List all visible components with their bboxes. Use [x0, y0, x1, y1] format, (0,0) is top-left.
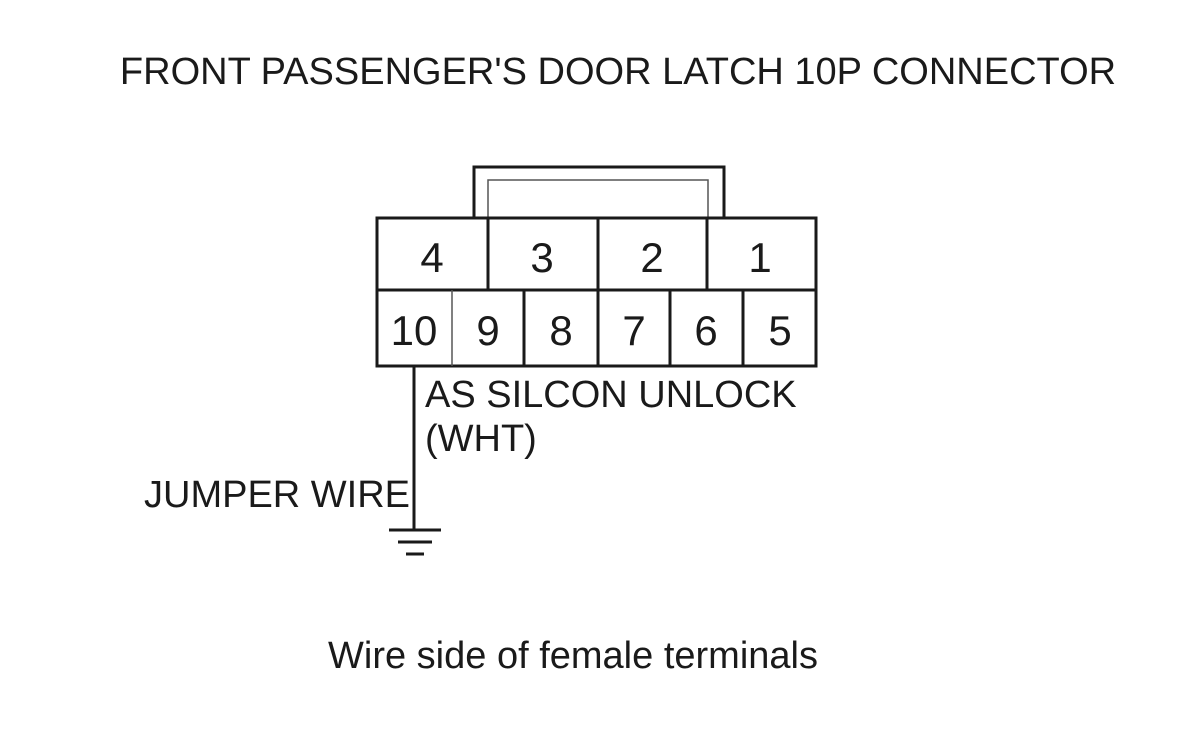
pin-number: 8 — [549, 307, 572, 354]
connector-lock-tab-inner — [487, 179, 709, 218]
ground-symbol-icon — [389, 528, 441, 556]
jumper-wire-label: JUMPER WIRE — [144, 474, 410, 516]
pin-number: 1 — [748, 234, 771, 281]
wire-label-color: (WHT) — [425, 418, 537, 460]
pin-number: 7 — [622, 307, 645, 354]
pin-number: 10 — [391, 307, 438, 354]
pin-number: 5 — [768, 307, 791, 354]
pin-number: 9 — [476, 307, 499, 354]
diagram-title: FRONT PASSENGER'S DOOR LATCH 10P CONNECT… — [120, 51, 1116, 93]
pin-number: 4 — [420, 234, 443, 281]
pin-number: 3 — [530, 234, 553, 281]
connector-lock-tab — [472, 165, 726, 218]
pin-number: 6 — [694, 307, 717, 354]
pin-number: 2 — [640, 234, 663, 281]
diagram-caption: Wire side of female terminals — [328, 635, 818, 677]
wire-label-circuit: AS SILCON UNLOCK — [425, 374, 797, 416]
